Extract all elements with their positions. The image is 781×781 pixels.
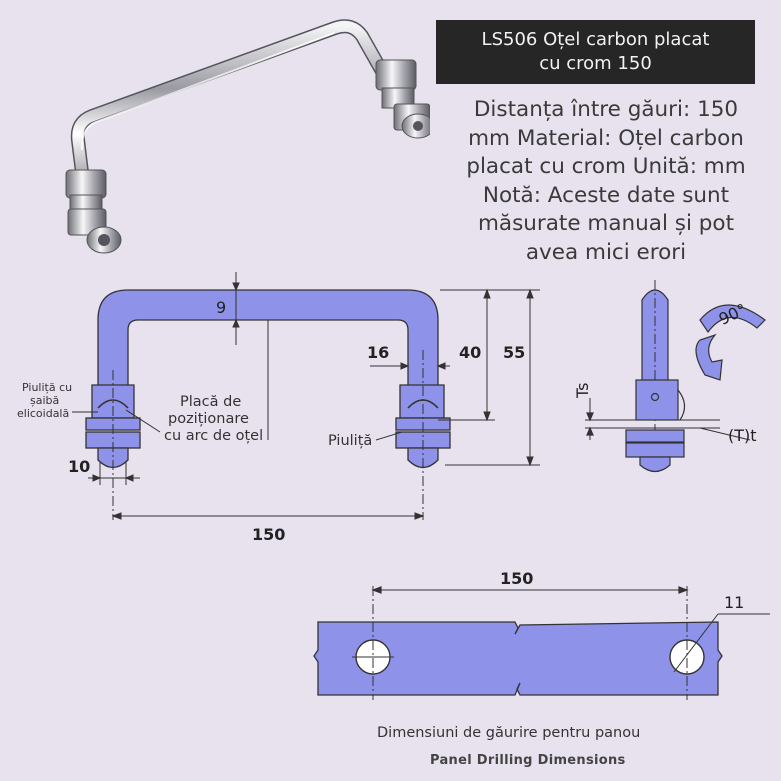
product-title-box: LS506 Oțel carbon placat cu crom 150 bbox=[436, 20, 755, 84]
dim-10: 10 bbox=[68, 457, 90, 476]
label-plate: cu arc de oțel bbox=[164, 428, 263, 444]
spec-line: Distanța între găuri: 150 bbox=[473, 97, 739, 122]
dim-150: 150 bbox=[252, 525, 285, 544]
dim-40: 40 bbox=[459, 343, 481, 362]
label-nut-washer: Piuliță cu bbox=[22, 381, 72, 394]
panel-caption-ro: Dimensiuni de găurire pentru panou bbox=[377, 725, 640, 741]
product-title-line1: LS506 Oțel carbon placat bbox=[481, 29, 710, 50]
panel-dim-150: 150 bbox=[500, 569, 533, 588]
dim-9: 9 bbox=[216, 298, 226, 317]
spec-line: placat cu crom Unită: mm bbox=[466, 154, 746, 179]
dim-55: 55 bbox=[503, 343, 525, 362]
panel-caption-en: Panel Drilling Dimensions bbox=[430, 753, 626, 768]
spec-description: Distanța între găuri: 150 mm Material: O… bbox=[448, 96, 764, 267]
right-fitting bbox=[375, 59, 430, 139]
product-title-line2: cu crom 150 bbox=[539, 53, 652, 74]
label-nut-washer: elicoidală bbox=[17, 407, 69, 420]
dim-16: 16 bbox=[367, 343, 389, 362]
left-fitting bbox=[65, 169, 122, 254]
spec-line: măsurate manual și pot bbox=[477, 211, 735, 236]
spec-line: avea mici erori bbox=[525, 239, 687, 265]
label-nut: Piuliță bbox=[328, 433, 372, 449]
product-photo bbox=[65, 19, 430, 254]
label-plate: poziționare bbox=[168, 411, 249, 427]
panel-dim-11: 11 bbox=[724, 593, 744, 612]
spec-line: mm Material: Oțel carbon bbox=[468, 125, 744, 151]
label-nut-washer: șaibă bbox=[30, 394, 59, 407]
spec-line: Notă: Aceste date sunt bbox=[482, 182, 730, 208]
label-plate: Placă de bbox=[180, 394, 241, 410]
